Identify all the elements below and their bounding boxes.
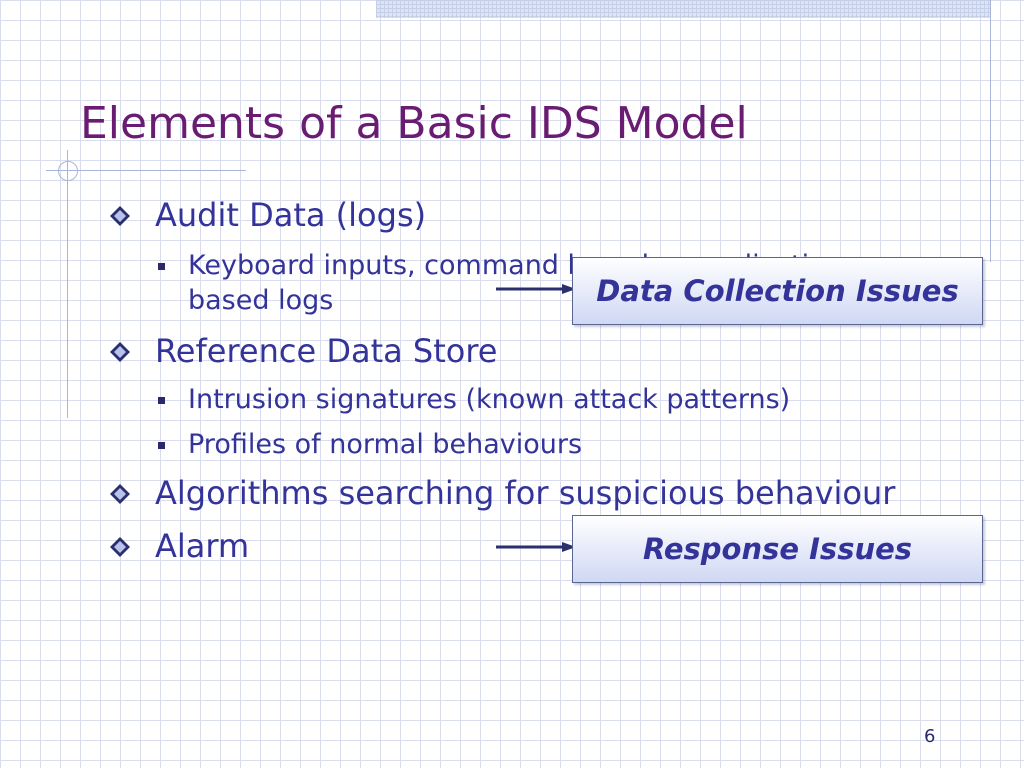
diamond-bullet-icon xyxy=(110,537,130,557)
square-bullet-icon xyxy=(158,263,165,270)
bullet-text: Audit Data (logs) xyxy=(155,196,427,234)
bullet-text: Algorithms searching for suspicious beha… xyxy=(155,474,896,512)
slide-title: Elements of a Basic IDS Model xyxy=(80,98,748,149)
bullet-item-algorithms: Algorithms searching for suspicious beha… xyxy=(110,474,896,512)
sub-bullet-profiles: Profiles of normal behaviours xyxy=(158,427,583,462)
diamond-bullet-icon xyxy=(110,342,130,362)
decorative-line-right xyxy=(990,0,991,262)
sub-bullet-text: Intrusion signatures (known attack patte… xyxy=(188,384,791,415)
diamond-bullet-icon xyxy=(110,484,130,504)
decorative-line-left xyxy=(67,150,68,418)
bullet-item-alarm: Alarm xyxy=(110,527,250,565)
square-bullet-icon xyxy=(158,442,165,449)
bullet-item-audit-data: Audit Data (logs) xyxy=(110,196,427,234)
callout-data-collection-issues: Data Collection Issues xyxy=(572,257,983,325)
sub-bullet-text-line2: based logs xyxy=(188,285,334,316)
square-bullet-icon xyxy=(158,397,165,404)
page-number: 6 xyxy=(924,726,936,747)
bullet-text: Alarm xyxy=(155,527,250,565)
sub-bullet-text: Profiles of normal behaviours xyxy=(188,429,583,460)
bullet-text: Reference Data Store xyxy=(155,332,498,370)
diamond-bullet-icon xyxy=(110,206,130,226)
arrow-right-icon xyxy=(496,284,576,294)
bullet-item-reference-data-store: Reference Data Store xyxy=(110,332,498,370)
sub-bullet-intrusion-signatures: Intrusion signatures (known attack patte… xyxy=(158,382,791,417)
arrow-right-icon xyxy=(496,542,576,552)
decorative-circle xyxy=(58,161,78,181)
callout-response-issues: Response Issues xyxy=(572,515,983,583)
header-band xyxy=(376,0,990,18)
decorative-line-horizontal xyxy=(46,170,246,171)
